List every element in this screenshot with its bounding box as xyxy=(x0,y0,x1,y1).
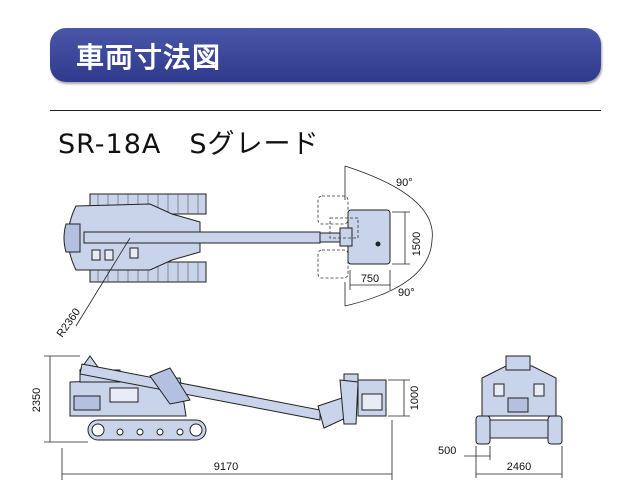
track-width-label: 500 xyxy=(438,445,456,457)
top-view xyxy=(63,193,391,283)
overall-height-label: 2350 xyxy=(31,388,43,412)
platform-depth-label: 750 xyxy=(361,273,379,285)
front-view xyxy=(475,355,563,445)
basket-height-label: 1000 xyxy=(409,386,421,410)
platform-rotation-outline xyxy=(317,195,359,279)
side-view-crawler xyxy=(87,419,207,441)
platform-width-label: 1500 xyxy=(411,232,423,256)
model-title: SR-18A Sグレード xyxy=(58,129,320,160)
divider-line xyxy=(50,110,601,111)
angle-bottom-label: 90° xyxy=(398,287,415,299)
front-view-track-left xyxy=(475,415,491,445)
side-view-boom xyxy=(79,363,321,421)
angle-top-label: 90° xyxy=(396,177,413,189)
side-view xyxy=(69,355,387,441)
front-view-track-right xyxy=(547,415,563,445)
title-banner: 車両寸法図 xyxy=(50,28,601,82)
page-title: 車両寸法図 xyxy=(76,41,222,74)
overall-width-label: 2460 xyxy=(507,461,531,473)
overall-length-label: 9170 xyxy=(214,461,238,473)
turn-radius-line xyxy=(75,237,131,327)
rotation-arc xyxy=(344,165,433,307)
top-view-platform xyxy=(347,209,391,265)
top-view-boom xyxy=(83,231,321,244)
turn-radius-label: R2360 xyxy=(55,306,83,339)
